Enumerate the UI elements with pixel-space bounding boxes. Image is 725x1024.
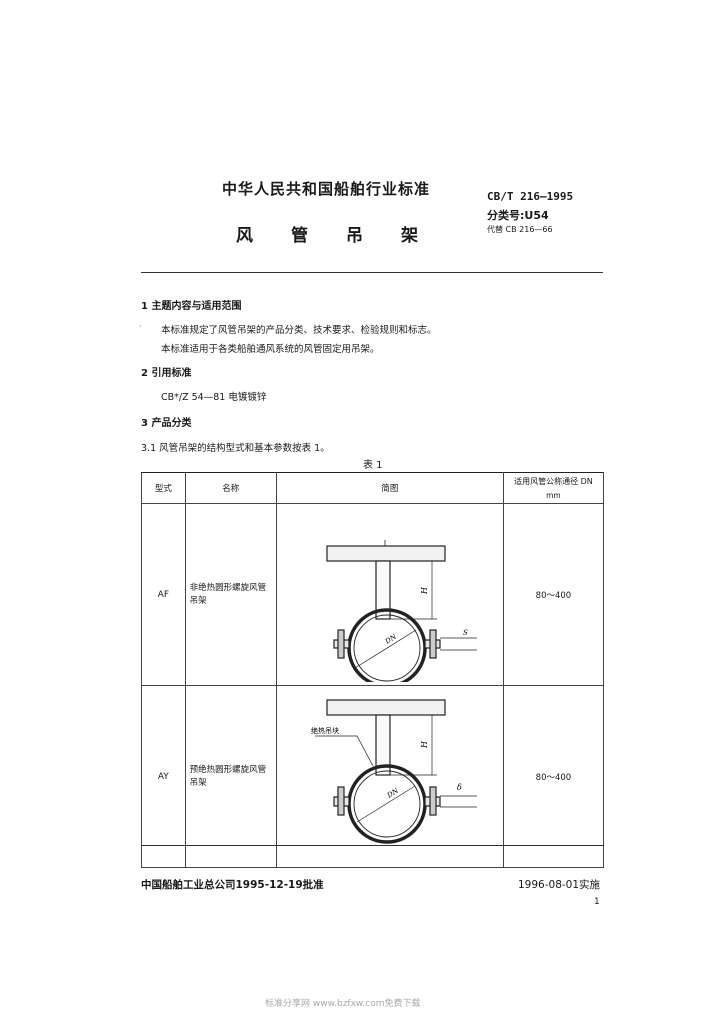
implementation-date: 1996-08-01实施 xyxy=(518,879,601,891)
delta-label: δ xyxy=(457,783,462,792)
dn-dim-line xyxy=(354,629,417,669)
h-label: H xyxy=(420,586,429,595)
row-diagram: H DN S xyxy=(275,503,504,688)
header-dn-unit: mm xyxy=(546,491,561,500)
right-bolt xyxy=(429,629,437,659)
hanger-rod xyxy=(375,714,391,776)
insulation-leader xyxy=(314,735,374,767)
ceiling-plate xyxy=(326,699,446,716)
table-row: AF 非绝热圆形螺旋风管吊架 xyxy=(141,503,605,688)
table-header-row: 型式 名称 简图 适用风管公称通径 DN mm xyxy=(141,472,605,504)
row-name: 预绝热圆形螺旋风管吊架 xyxy=(184,685,277,868)
dn-label: DN xyxy=(385,786,401,800)
clamp-ring xyxy=(347,608,427,688)
left-bolt xyxy=(337,629,345,659)
document-title: 中华人民共和国船舶行业标准 xyxy=(222,180,431,198)
table-caption: 表 1 xyxy=(363,460,383,471)
row-name: 非绝热圆形螺旋风管吊架 xyxy=(184,503,277,686)
dn-label: DN xyxy=(383,632,399,646)
right-bolt xyxy=(429,786,437,816)
section-1-paragraph: 本标准适用于各类船舶通风系统的风管固定用吊架。 xyxy=(161,344,380,355)
s-label: S xyxy=(463,629,468,637)
section-3-heading: 3 产品分类 xyxy=(141,418,192,429)
table-row: AY 预绝热圆形螺旋风管吊架 xyxy=(141,685,605,868)
dn-dim-line xyxy=(356,785,416,823)
section-1-paragraph: 本标准规定了风管吊架的产品分类、技术要求、检验规则和标志。 xyxy=(161,325,437,336)
clamp-ring xyxy=(347,764,427,844)
classification-number: 分类号:U54 xyxy=(487,209,549,222)
duct-circle xyxy=(353,770,421,838)
header-dn: 适用风管公称通径 DN mm xyxy=(502,472,605,504)
section-2-heading: 2 引用标准 xyxy=(141,368,192,379)
header-type: 型式 xyxy=(141,472,186,504)
document-subtitle: 风管吊架 xyxy=(236,226,456,246)
row-dn: 80～400 xyxy=(502,503,605,686)
row-type: AF xyxy=(141,503,186,686)
section-1-heading: 1 主题内容与适用范围 xyxy=(141,301,242,312)
af-hanger-diagram: H DN S xyxy=(326,540,477,688)
row-diagram: 绝热吊块 H DN δ xyxy=(275,685,504,868)
hanger-rod xyxy=(375,560,391,620)
header-diagram: 简图 xyxy=(275,472,504,504)
duct-circle xyxy=(353,614,421,682)
insulation-label: 绝热吊块 xyxy=(311,726,339,735)
footer-rule xyxy=(141,845,604,846)
section-2-paragraph: CB*/Z 54—81 电镀镀锌 xyxy=(161,392,267,403)
replaces-standard: 代替 CB 216—66 xyxy=(487,225,553,234)
spec-table: 型式 名称 简图 适用风管公称通径 DN mm AF 非绝热圆形螺旋风管吊架 xyxy=(141,472,605,868)
left-bolt xyxy=(337,786,345,816)
standard-code: CB/T 216—1995 xyxy=(487,190,574,203)
row-type: AY xyxy=(141,685,186,868)
header-name: 名称 xyxy=(184,472,277,504)
margin-mark: · xyxy=(139,322,142,331)
watermark: 标准分享网 www.bzfxw.com免费下载 xyxy=(265,999,421,1009)
approval-line: 中国船舶工业总公司1995-12-19批准 xyxy=(141,879,324,891)
header-rule xyxy=(141,272,603,273)
header-dn-label: 适用风管公称通径 DN xyxy=(514,477,593,486)
ceiling-plate xyxy=(326,545,446,562)
row-dn: 80～400 xyxy=(502,685,605,868)
h-label: H xyxy=(420,740,429,749)
page-number: 1 xyxy=(594,897,600,907)
ay-hanger-diagram: 绝热吊块 H DN δ xyxy=(311,699,477,844)
clause-3-1: 3.1 风管吊架的结构型式和基本参数按表 1。 xyxy=(141,443,330,454)
